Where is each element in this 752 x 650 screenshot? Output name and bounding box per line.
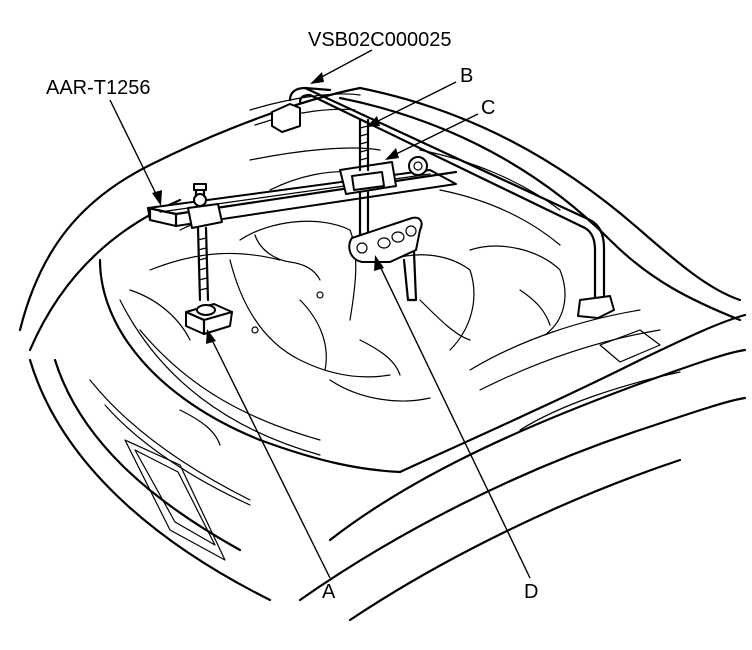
tool-number-aar-t1256-label: AAR-T1256 [46, 77, 151, 99]
car-body-outline [18, 86, 747, 622]
callout-a-label: A [322, 581, 336, 603]
support-beam-tool [146, 156, 458, 229]
callout-b-label: B [460, 65, 474, 87]
tool-number-vsb02c000025-label: VSB02C000025 [308, 29, 452, 51]
support-bar-tool [271, 86, 615, 319]
callout-c-label: C [481, 97, 496, 119]
left-hook-bolt [184, 226, 234, 336]
engine-hanger-bracket [348, 216, 423, 302]
leader-lines [109, 49, 531, 579]
callout-d-label: D [524, 581, 539, 603]
engine-compartment [179, 93, 566, 402]
